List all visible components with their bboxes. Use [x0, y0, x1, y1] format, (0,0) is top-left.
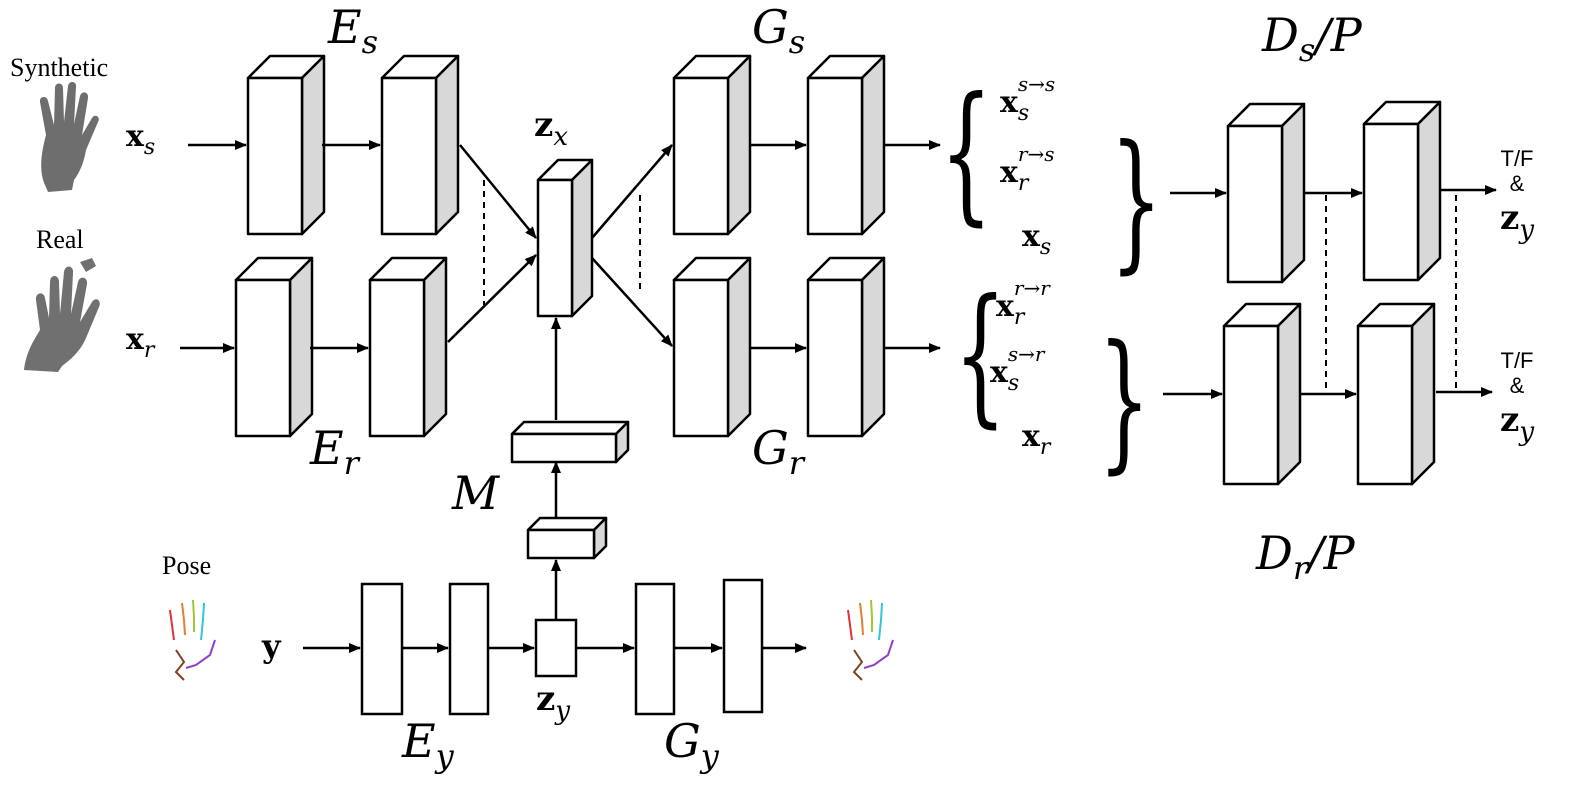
- discriminator-Ds-layer-1-front: [1226, 124, 1284, 284]
- discriminator-Dr-layer-2-front: [1356, 324, 1414, 486]
- pose-skeleton-image-input: [169, 599, 216, 681]
- bottom-output: T/F & zy: [1500, 348, 1534, 447]
- arrow-zx-to-Gs1: [591, 144, 673, 239]
- pose-skeleton-image-output: [847, 599, 894, 681]
- encoder-Er-layer-1-side: [288, 256, 314, 438]
- discriminator-Dr-layer-1-side: [1276, 302, 1302, 486]
- mapping-M-layer-1: [510, 420, 630, 464]
- bottom-group-left-brace: {: [954, 268, 1007, 442]
- discriminator-Dr-layer-1: [1222, 302, 1302, 486]
- pose-label: Pose: [162, 551, 212, 580]
- top-output-amp: &: [1509, 171, 1525, 197]
- encoder-Es-layer-1-front: [246, 76, 304, 236]
- E-y-label: Ey: [402, 714, 454, 775]
- mapping-M-layer-1-top: [510, 420, 630, 436]
- discriminator-Ds-layer-1-side: [1280, 102, 1306, 284]
- mapping-M-layer-2-front: [526, 528, 596, 560]
- G-s-label: Gs: [752, 0, 806, 61]
- latent-zx: [536, 158, 594, 318]
- encoder-Es-layer-1: [246, 54, 326, 236]
- generator-Gr-layer-2-front: [806, 278, 864, 438]
- arrow-Er2-to-zx: [447, 254, 537, 343]
- mapping-M-layer-1-front: [510, 432, 618, 464]
- top-group-right-brace: }: [1110, 114, 1163, 288]
- M-label: M: [452, 466, 500, 520]
- encoder-Er-layer-2-side: [422, 256, 448, 438]
- encoder-Er-layer-1: [234, 256, 314, 438]
- discriminator-Ds-layer-2: [1362, 100, 1442, 282]
- real-hand-image: [24, 258, 100, 372]
- encoder-Er-layer-2-front: [368, 278, 426, 438]
- encoder-Es-layer-2-side: [434, 54, 460, 236]
- encoder-Es-layer-1-side: [300, 54, 326, 236]
- x-r-input-label: xr: [126, 322, 155, 363]
- generator-Gs-layer-1: [672, 54, 752, 236]
- bottom-group-right-brace: }: [1098, 314, 1151, 488]
- latent-zy: [534, 618, 578, 678]
- bottom-output-tf: T/F: [1500, 348, 1534, 373]
- discriminator-Ds-layer-1: [1226, 102, 1306, 284]
- top-output-tf: T/F: [1500, 146, 1534, 171]
- generator-Gs-layer-1-front: [672, 76, 730, 236]
- x-s-input-label: xs: [126, 119, 156, 160]
- encoder-Es-layer-2-front: [380, 76, 438, 236]
- generator-Gr-layer-2-side: [860, 256, 886, 438]
- z-x-label: zx: [534, 105, 568, 152]
- encoder-Es-layer-2: [380, 54, 460, 236]
- encoder-Er-layer-1-front: [234, 278, 292, 438]
- generator-Gr-layer-1-front: [672, 278, 730, 438]
- synthetic-hand-image: [39, 81, 99, 192]
- D-r-P-label: Dr/P: [1256, 526, 1355, 587]
- generator-Gs-layer-1-side: [726, 54, 752, 236]
- bottom-output-zy: zy: [1500, 399, 1535, 447]
- bottom-output-amp: &: [1509, 373, 1525, 399]
- discriminator-Ds-layer-2-front: [1362, 122, 1420, 282]
- top-output: T/F & zy: [1500, 146, 1534, 245]
- top-output-zy: zy: [1500, 197, 1535, 245]
- generator-Gs-layer-2-front: [806, 76, 864, 236]
- generator-Gy-layer-2: [722, 578, 764, 714]
- discriminator-Ds-layer-2-side: [1416, 100, 1442, 282]
- generator-Gr-layer-1: [672, 256, 752, 438]
- D-s-P-label: Ds/P: [1262, 8, 1362, 69]
- G-y-label: Gy: [664, 714, 719, 775]
- encoder-Ey-layer-1: [360, 582, 404, 716]
- generator-Gs-layer-2: [806, 54, 886, 236]
- discriminator-Dr-layer-1-front: [1222, 324, 1280, 486]
- E-r-label: Er: [310, 421, 359, 482]
- generator-Gs-layer-2-side: [860, 54, 886, 236]
- arrow-zx-to-Gr1: [591, 257, 673, 347]
- encoder-Ey-layer-2: [448, 582, 490, 716]
- x-s-top-label: xs: [1022, 219, 1052, 260]
- synthetic-label: Synthetic: [10, 53, 109, 82]
- y-input-label: y: [262, 627, 281, 665]
- z-y-label: zy: [536, 679, 571, 726]
- arrow-Es2-to-zx: [459, 144, 537, 239]
- encoder-Er-layer-2: [368, 256, 448, 438]
- top-group-left-brace: {: [940, 66, 993, 240]
- mapping-M-layer-2: [526, 516, 608, 560]
- latent-zx-side: [570, 158, 594, 318]
- discriminator-Dr-layer-2-side: [1410, 302, 1436, 486]
- generator-Gy-layer-1: [634, 582, 676, 716]
- latent-zx-front: [536, 178, 574, 318]
- E-s-label: Es: [328, 0, 379, 61]
- discriminator-Dr-layer-2: [1356, 302, 1436, 486]
- real-label: Real: [36, 225, 84, 254]
- generator-Gr-layer-1-side: [726, 256, 752, 438]
- generator-Gr-layer-2: [806, 256, 886, 438]
- G-r-label: Gr: [752, 421, 805, 482]
- x-r-bottom-label: xr: [1022, 419, 1051, 460]
